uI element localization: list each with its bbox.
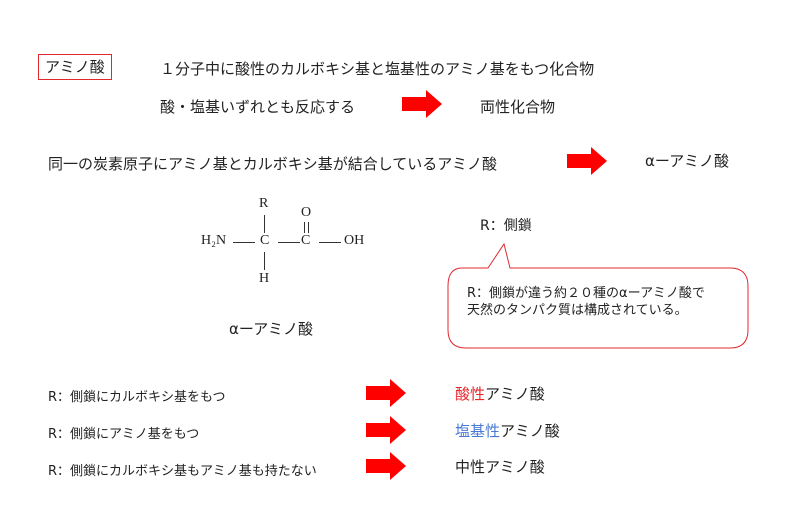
callout-line-2: 天然のタンパク質は構成されている。 <box>467 303 688 318</box>
definition-text: １分子中に酸性のカルボキシ基と塩基性のアミノ基をもつ化合物 <box>160 60 595 78</box>
callout-line-1: R：側鎖が違う約２０種のαーアミノ酸で <box>467 286 705 301</box>
callout-bubble <box>447 242 749 349</box>
class-row-basic-result: 塩基性アミノ酸 <box>455 420 560 441</box>
bond-double-2 <box>308 222 309 233</box>
formula-h2n: H₂N <box>201 233 227 248</box>
bond-c-oh <box>319 242 341 243</box>
arrow-right-icon <box>366 416 406 444</box>
class-row-acidic-text: R：側鎖にカルボキシ基をもつ <box>48 390 226 405</box>
formula-caption: αーアミノ酸 <box>229 320 313 338</box>
acidic-keyword: 酸性 <box>455 385 486 403</box>
reactivity-text: 酸・塩基いずれとも反応する <box>160 98 356 116</box>
alpha-definition-result: αーアミノ酸 <box>645 152 729 170</box>
arrow-right-icon <box>366 452 406 480</box>
title-box: アミノ酸 <box>38 54 112 80</box>
arrow-right-icon <box>567 147 607 175</box>
side-chain-label: R：側鎖 <box>480 218 532 234</box>
formula-oh: OH <box>344 233 365 248</box>
neutral-rest: 中性アミノ酸 <box>455 458 545 476</box>
bond-c-c <box>278 242 300 243</box>
arrow-right-icon <box>366 379 406 407</box>
formula-o: O <box>301 205 312 220</box>
acidic-rest: アミノ酸 <box>485 385 545 403</box>
bond-double-1 <box>304 222 305 233</box>
basic-rest: アミノ酸 <box>500 422 560 440</box>
class-row-neutral-text: R：側鎖にカルボキシ基もアミノ基も持たない <box>48 464 317 479</box>
formula-c-carboxyl: C <box>301 233 311 248</box>
reactivity-result: 両性化合物 <box>480 98 556 116</box>
alpha-definition-text: 同一の炭素原子にアミノ基とカルボキシ基が結合しているアミノ酸 <box>48 155 497 173</box>
bond-c-h <box>264 252 265 270</box>
formula-c-alpha: C <box>260 233 270 248</box>
formula-r: R <box>259 196 269 211</box>
basic-keyword: 塩基性 <box>455 422 501 440</box>
class-row-acidic-result: 酸性アミノ酸 <box>455 383 545 404</box>
class-row-neutral-result: 中性アミノ酸 <box>455 456 545 477</box>
title-text: アミノ酸 <box>45 58 105 76</box>
formula-h: H <box>259 271 270 286</box>
bond-r-c <box>264 215 265 233</box>
class-row-basic-text: R：側鎖にアミノ基をもつ <box>48 427 200 442</box>
bond-n-c <box>233 242 255 243</box>
arrow-right-icon <box>402 90 442 118</box>
